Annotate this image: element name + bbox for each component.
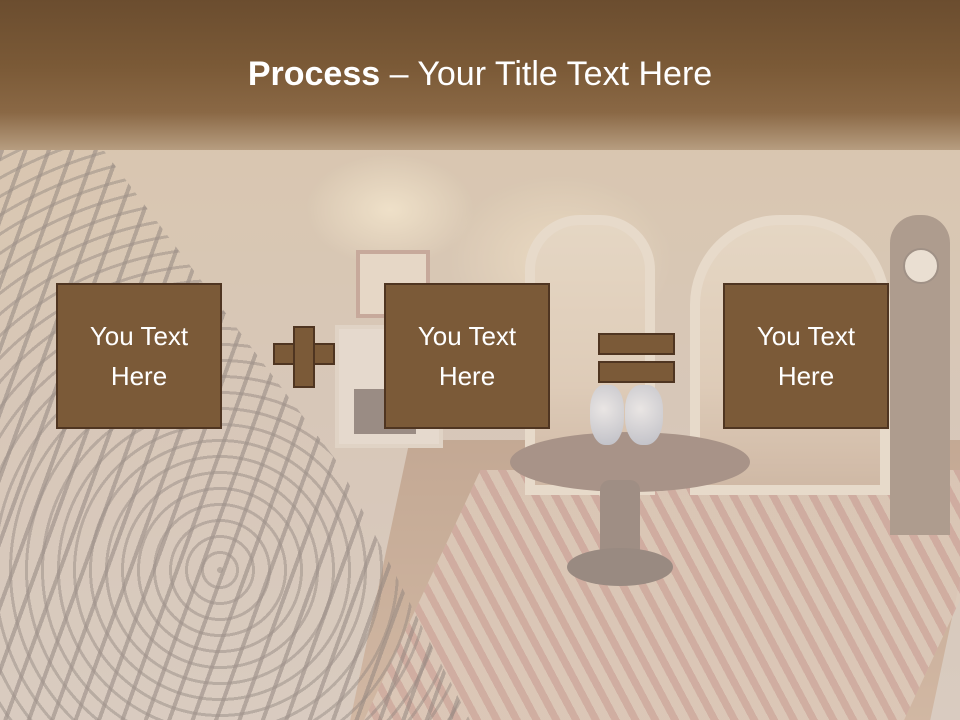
process-box-2[interactable]: You Text Here bbox=[384, 283, 550, 429]
process-box-1[interactable]: You Text Here bbox=[56, 283, 222, 429]
slide-title[interactable]: Process – Your Title Text Here bbox=[0, 52, 960, 96]
slide-title-bold: Process bbox=[247, 55, 381, 93]
plus-icon-center bbox=[295, 345, 313, 363]
title-band bbox=[0, 0, 960, 150]
slide-title-rest: – Your Title Text Here bbox=[380, 55, 713, 93]
process-box-3[interactable]: You Text Here bbox=[723, 283, 889, 429]
equals-icon-bottom-bar bbox=[598, 361, 675, 383]
equals-icon-top-bar bbox=[598, 333, 675, 355]
